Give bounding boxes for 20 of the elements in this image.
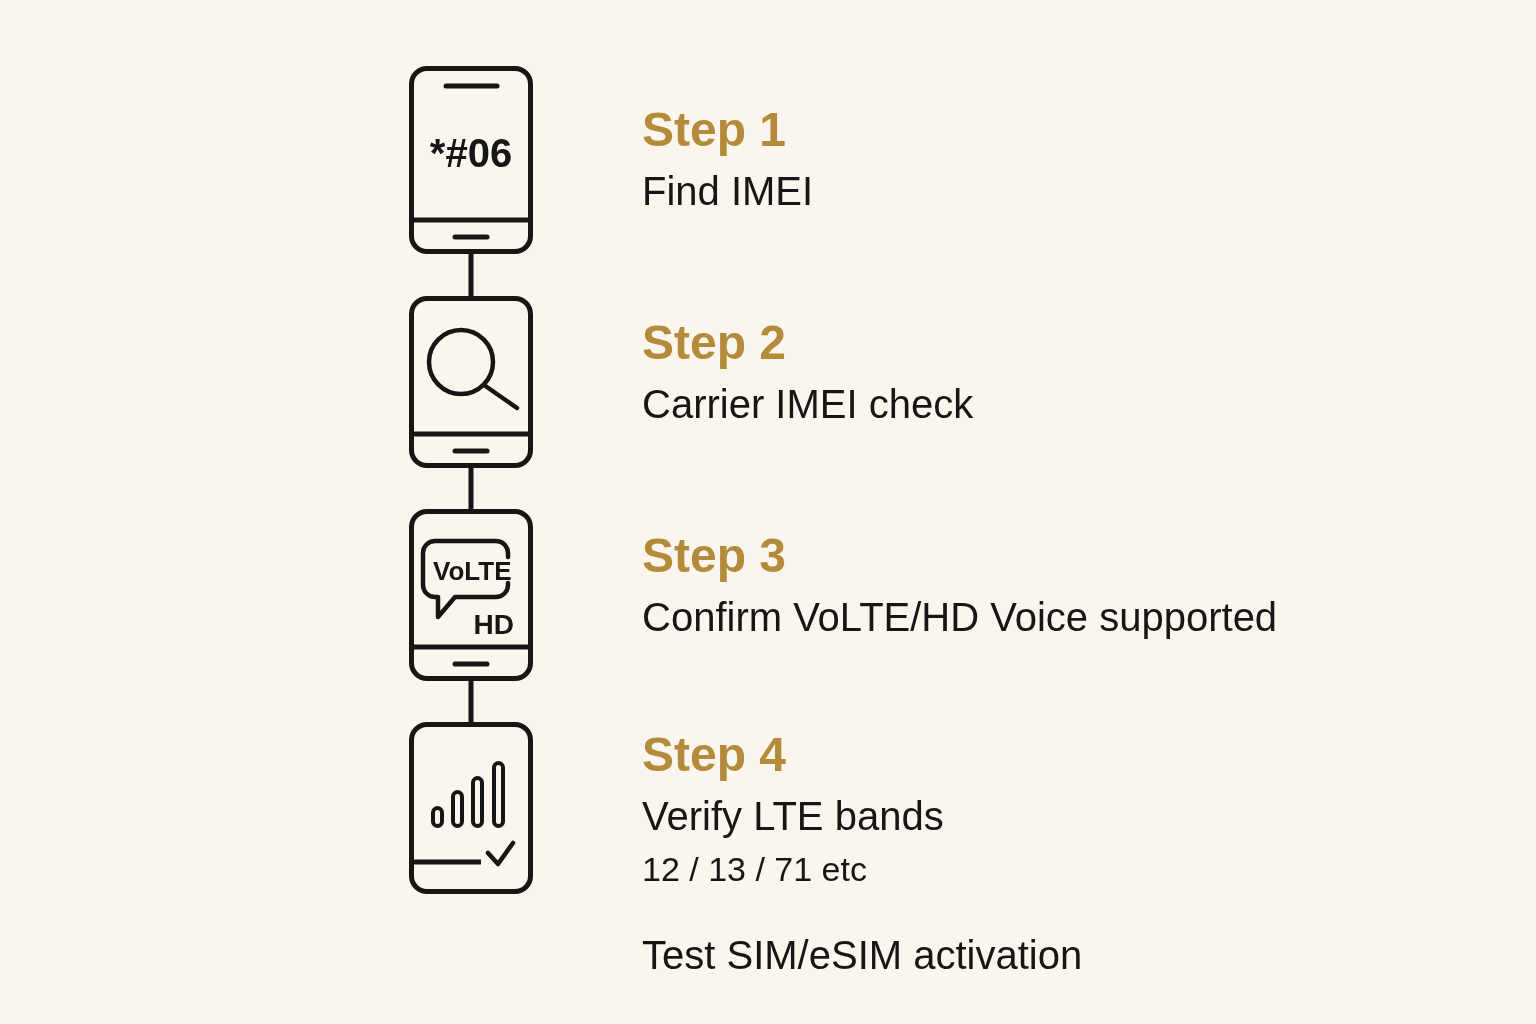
connector-line	[468, 468, 474, 509]
step-heading: Step 4	[642, 731, 787, 779]
screen-text: *#06	[429, 133, 513, 173]
connector-line	[468, 254, 474, 296]
step-description: Find IMEI	[642, 171, 814, 211]
phone-drawing	[409, 296, 533, 468]
step-description: Confirm VoLTE/HD Voice supported	[642, 597, 1278, 637]
phone-drawing	[409, 509, 533, 681]
step-heading: Step 1	[642, 106, 787, 154]
phone-drawing	[409, 722, 533, 894]
connector-line	[468, 681, 474, 722]
screen-text: VoLTE	[433, 558, 512, 584]
screen-text: HD	[473, 611, 514, 639]
step-heading: Step 3	[642, 532, 787, 580]
note-text: Test SIM/eSIM activation	[642, 935, 1083, 975]
step-detail: 12 / 13 / 71 etc	[642, 852, 867, 886]
step-heading: Step 2	[642, 319, 787, 367]
step-description: Carrier IMEI check	[642, 384, 974, 424]
phone-drawing	[409, 66, 533, 254]
step-description: Verify LTE bands	[642, 796, 944, 836]
